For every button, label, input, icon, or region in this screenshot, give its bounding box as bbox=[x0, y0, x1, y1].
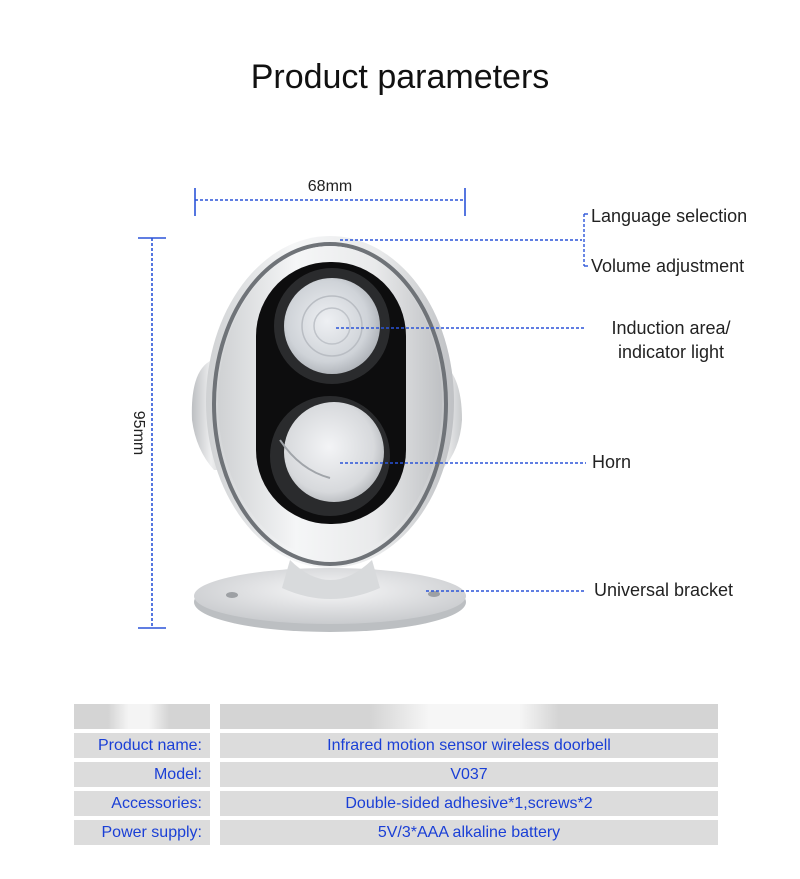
spec-label: Model: bbox=[74, 762, 210, 787]
spec-value: 5V/3*AAA alkaline battery bbox=[220, 820, 718, 845]
height-dimension-line bbox=[138, 237, 166, 629]
product-illustration bbox=[138, 188, 588, 632]
spec-value: V037 bbox=[220, 762, 718, 787]
callout-induction-line2: indicator light bbox=[617, 342, 725, 362]
callout-horn: Horn bbox=[592, 452, 632, 472]
spec-row-power-supply: Power supply: 5V/3*AAA alkaline battery bbox=[74, 820, 718, 845]
spec-value: Infrared motion sensor wireless doorbell bbox=[220, 733, 718, 758]
width-dimension-label: 68mm bbox=[307, 178, 353, 195]
spec-row-product-name: Product name: Infrared motion sensor wir… bbox=[74, 733, 718, 758]
spec-label: Power supply: bbox=[74, 820, 210, 845]
horn-speaker bbox=[270, 396, 390, 516]
callout-language-selection: Language selection bbox=[591, 206, 748, 226]
spec-row-model: Model: V037 bbox=[74, 762, 718, 787]
callout-lines bbox=[336, 213, 588, 592]
product-diagram: 68mm 95mm Language selection Volume adju… bbox=[130, 178, 751, 632]
width-dimension-line bbox=[194, 188, 466, 216]
callout-volume-adjustment: Volume adjustment bbox=[591, 256, 745, 276]
spec-label: Product name: bbox=[74, 733, 210, 758]
universal-bracket bbox=[194, 560, 466, 632]
spec-label: Accessories: bbox=[74, 791, 210, 816]
spec-header-row bbox=[74, 704, 718, 729]
induction-lens bbox=[274, 268, 390, 384]
spec-value: Double-sided adhesive*1,screws*2 bbox=[220, 791, 718, 816]
callout-universal-bracket: Universal bracket bbox=[594, 580, 734, 600]
callout-induction-area: Induction area/ indicator light bbox=[591, 316, 751, 364]
height-dimension-label: 95mm bbox=[130, 410, 147, 456]
spec-table: Product name: Infrared motion sensor wir… bbox=[74, 704, 718, 849]
callout-induction-line1: Induction area/ bbox=[611, 318, 731, 338]
spec-row-accessories: Accessories: Double-sided adhesive*1,scr… bbox=[74, 791, 718, 816]
spec-header-key bbox=[74, 704, 210, 729]
spec-header-value bbox=[220, 704, 718, 729]
page-title: Product parameters bbox=[250, 58, 550, 96]
